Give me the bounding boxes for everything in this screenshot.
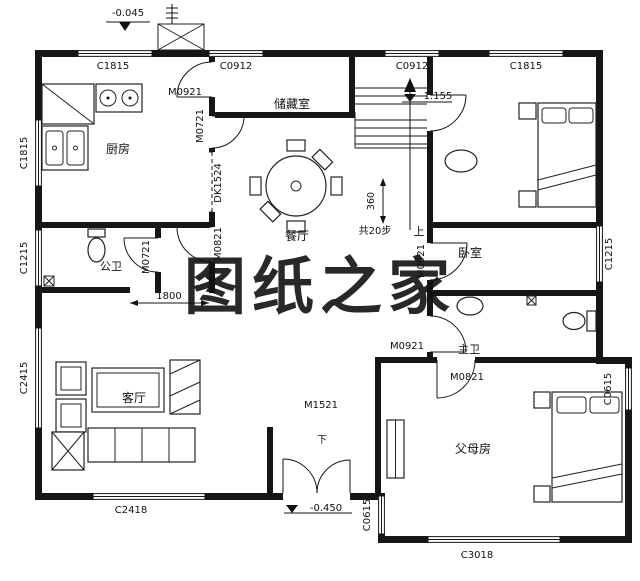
door-master-bath: [427, 315, 467, 353]
window-label-left-upper: C1815: [19, 137, 30, 169]
door-kitchen-dining: [209, 115, 245, 149]
parents-nightstand-b: [533, 485, 551, 503]
kitchen-stove: [95, 83, 143, 113]
door-label-kitchen-opening: DK1524: [213, 163, 224, 203]
room-label-parents-room: 父母房: [455, 441, 491, 456]
door-label-master-bath: M0921: [390, 341, 424, 352]
living-side-cabinet: [169, 359, 201, 415]
bedroom-top-ottoman: [444, 149, 478, 173]
window-top-right: [488, 50, 564, 57]
door-parents-room: [436, 357, 476, 399]
stairs-width-dim: 360: [366, 192, 377, 210]
flue-vent: [157, 4, 205, 51]
public-bath-toilet: [87, 228, 106, 263]
level-marker-flue: [106, 21, 150, 31]
window-label-right-lower: C0615: [603, 373, 614, 405]
bedroom-top-nightstand-b: [518, 190, 537, 208]
staircase: [354, 78, 427, 230]
level-entrance: -0.450: [310, 503, 342, 514]
level-marker-entrance: [284, 505, 352, 514]
public-bath-floor-drain: [43, 275, 55, 287]
window-parents-left: [378, 495, 385, 535]
door-label-kitchen-dining: M0721: [195, 109, 206, 143]
bedroom-top-bed: [537, 102, 597, 208]
window-left-lower: [35, 327, 42, 429]
window-label-bottom-living: C2418: [115, 505, 147, 516]
window-left-upper: [35, 119, 42, 187]
door-label-parents-room: M0821: [450, 372, 484, 383]
window-right-lower: [625, 367, 632, 411]
level-marker-landing: [402, 94, 452, 103]
door-label-kitchen-storage: M0921: [168, 87, 202, 98]
window-left-middle: [35, 229, 42, 287]
door-label-public-bath: M0721: [141, 240, 152, 274]
window-label-parents-left: C0615: [362, 499, 373, 531]
room-label-living: 客厅: [122, 390, 146, 405]
dim-hall-opening: 1800: [156, 291, 181, 302]
room-label-public-bath: 公卫: [100, 260, 122, 273]
stairs-landing-level: 1.155: [424, 91, 453, 102]
kitchen-sink: [41, 125, 89, 171]
door-label-entrance: M1521: [304, 400, 338, 411]
kitchen-counter: [41, 83, 95, 125]
window-label-top-mid-right: C0912: [396, 61, 428, 72]
room-label-bedroom: 卧室: [458, 245, 482, 260]
door-public-bath: [123, 237, 161, 273]
living-armchair-1: [55, 361, 87, 396]
window-top-mid-right: [384, 50, 440, 57]
window-right-middle: [596, 225, 603, 283]
parents-nightstand-a: [533, 391, 551, 409]
master-bath-toilet: [562, 310, 597, 332]
master-bath-sink: [456, 296, 484, 316]
room-label-kitchen: 厨房: [106, 141, 130, 156]
window-top-mid-left: [208, 50, 264, 57]
bedroom-top-nightstand-a: [518, 102, 537, 120]
door-bedroom-top-right: [427, 94, 467, 132]
living-armchair-2: [55, 398, 87, 433]
parents-wardrobe: [386, 419, 405, 479]
door-hall-vestibule: [176, 226, 215, 263]
window-label-left-middle: C1215: [19, 242, 30, 274]
dimension-hall-opening: [130, 300, 209, 306]
living-tv-cabinet: [51, 431, 85, 471]
room-label-master-bath: 主卫: [458, 343, 480, 356]
living-coffee-table: [91, 367, 165, 413]
parents-bed: [551, 391, 623, 503]
level-flue-top: -0.045: [112, 8, 144, 19]
window-label-top-right: C1815: [510, 61, 542, 72]
room-label-storage: 储藏室: [274, 96, 310, 111]
window-label-top-left: C1815: [97, 61, 129, 72]
stairs-total-steps: 共20步: [359, 225, 392, 237]
window-top-left: [77, 50, 153, 57]
window-label-bottom-parents: C3018: [461, 550, 493, 561]
room-label-dining: 餐厅: [285, 228, 309, 243]
door-entrance-double: [282, 458, 351, 500]
door-bedroom: [427, 242, 468, 281]
window-label-left-lower: C2415: [19, 362, 30, 394]
entrance-down-label: 下: [317, 435, 327, 446]
stairs-up-label: 上: [414, 225, 425, 238]
window-bottom-parents: [427, 536, 561, 543]
master-bath-floor-drain: [526, 295, 537, 306]
window-bottom-living: [92, 493, 206, 500]
living-sofa: [87, 427, 196, 463]
window-label-right-middle: C1215: [604, 238, 615, 270]
opening-kitchen-dk: [209, 151, 215, 213]
door-kitchen-storage: [176, 61, 215, 98]
dining-table-set: [249, 139, 343, 233]
watermark-text: 图纸之家: [184, 250, 456, 323]
door-label-hall-vestibule: M0821: [213, 227, 224, 261]
window-label-top-mid-left: C0912: [220, 61, 252, 72]
door-label-bedroom: M0921: [416, 244, 427, 278]
